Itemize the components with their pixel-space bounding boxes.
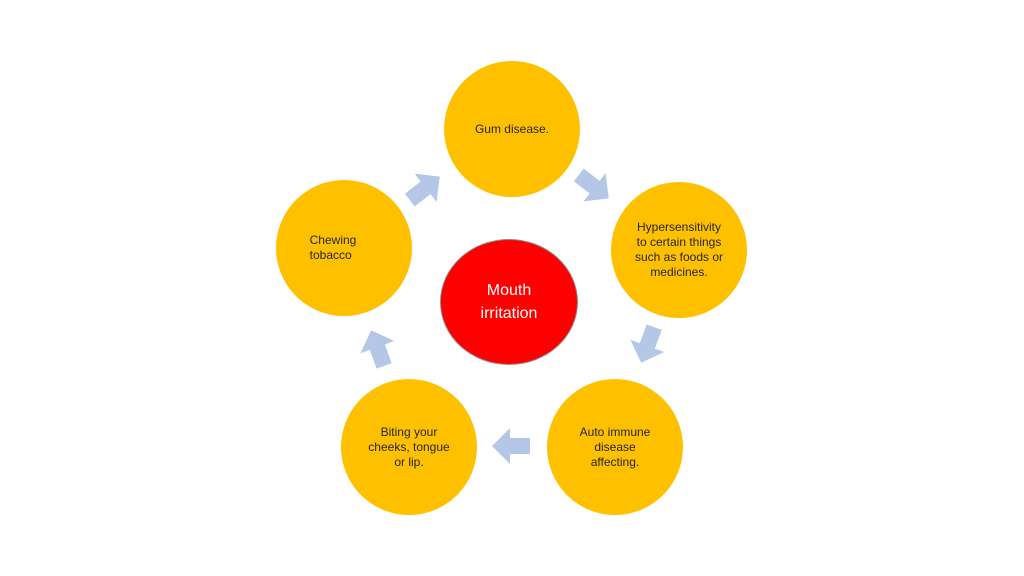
node-gum-disease: Gum disease.	[444, 61, 580, 197]
arrow-hypersensitivity-to-autoimmune	[630, 324, 665, 363]
node-label: Gum disease.	[474, 121, 550, 136]
arrow-gum-to-hypersensitivity	[573, 168, 609, 202]
node-label: Biting your cheeks, tongue or lip.	[368, 424, 450, 469]
node-label: Chewing tobacco	[309, 233, 357, 262]
node-chewing-tobacco: Chewing tobacco	[276, 180, 412, 316]
center-node-mouth-irritation: Mouth irritation	[440, 239, 578, 365]
node-auto-immune: Auto immune disease affecting.	[547, 379, 683, 515]
node-hypersensitivity: Hypersensitivity to certain things such …	[611, 182, 747, 318]
node-label: Auto immune disease affecting.	[579, 424, 651, 469]
node-biting: Biting your cheeks, tongue or lip.	[341, 379, 477, 515]
node-label: Hypersensitivity to certain things such …	[634, 220, 724, 279]
arrow-autoimmune-to-biting	[492, 428, 530, 464]
arrow-biting-to-chewing	[360, 330, 395, 369]
center-label: Mouth irritation	[480, 282, 538, 322]
arrow-chewing-to-gum	[404, 173, 440, 207]
